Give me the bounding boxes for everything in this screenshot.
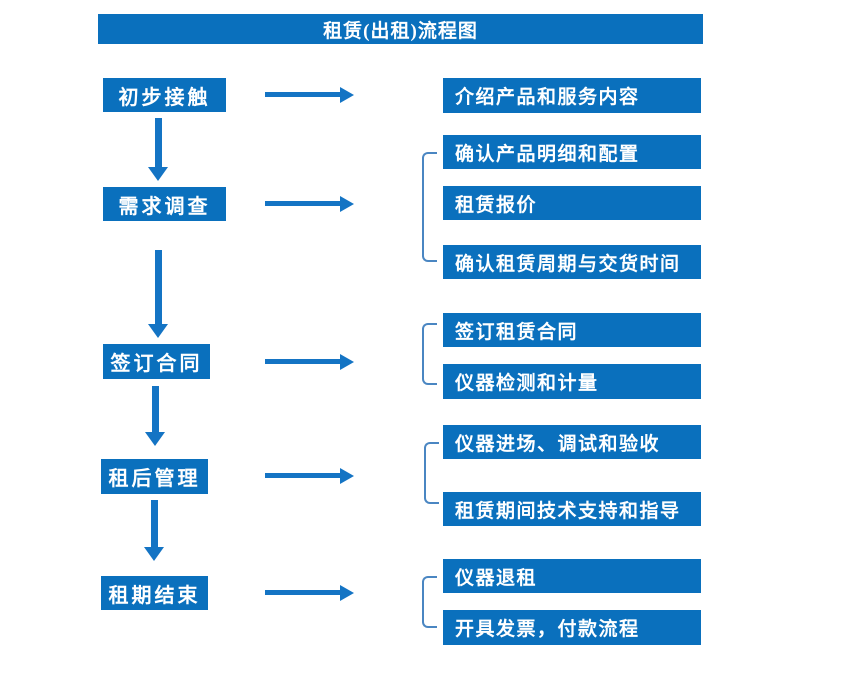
detail-box-instrument-inspection: 仪器检测和计量 <box>443 364 701 399</box>
right-arrow-line <box>265 359 341 364</box>
down-arrow-icon <box>148 324 168 338</box>
down-arrow-icon <box>144 547 164 561</box>
stage-box-rental-end: 租期结束 <box>101 576 208 610</box>
right-arrow-icon <box>340 87 354 103</box>
detail-box-invoice-payment: 开具发票，付款流程 <box>443 610 701 645</box>
right-arrow-line <box>265 92 341 97</box>
detail-box-rental-quote: 租赁报价 <box>443 186 701 220</box>
detail-box-instrument-return: 仪器退租 <box>443 559 701 593</box>
right-arrow-line <box>265 201 341 206</box>
down-arrow-icon <box>148 167 168 181</box>
right-arrow-icon <box>340 354 354 370</box>
right-arrow-icon <box>340 468 354 484</box>
flowchart-title: 租赁(出租)流程图 <box>98 14 703 44</box>
down-arrow-line <box>155 118 162 168</box>
detail-box-technical-support: 租赁期间技术支持和指导 <box>443 492 701 526</box>
detail-box-confirm-rental-period: 确认租赁周期与交货时间 <box>443 245 701 279</box>
right-arrow-line <box>265 590 341 595</box>
stage-box-post-rental-management: 租后管理 <box>101 459 208 494</box>
down-arrow-icon <box>145 432 165 446</box>
detail-box-introduce-products: 介绍产品和服务内容 <box>443 78 701 113</box>
detail-box-sign-rental-contract: 签订租赁合同 <box>443 313 701 347</box>
right-arrow-line <box>265 473 341 478</box>
right-arrow-icon <box>340 585 354 601</box>
bracket-connector-demand-survey <box>422 152 437 262</box>
bracket-connector-sign-contract <box>422 323 437 385</box>
detail-box-confirm-product-details: 确认产品明细和配置 <box>443 135 701 169</box>
bracket-connector-post-rental <box>424 442 439 504</box>
down-arrow-line <box>151 500 158 548</box>
stage-box-demand-survey: 需求调查 <box>103 187 226 221</box>
bracket-connector-rental-end <box>422 576 437 628</box>
stage-box-sign-contract: 签订合同 <box>103 344 210 379</box>
right-arrow-icon <box>340 196 354 212</box>
down-arrow-line <box>152 386 159 433</box>
stage-box-initial-contact: 初步接触 <box>103 78 226 112</box>
detail-box-instrument-setup: 仪器进场、调试和验收 <box>443 425 701 459</box>
down-arrow-line <box>155 250 162 325</box>
